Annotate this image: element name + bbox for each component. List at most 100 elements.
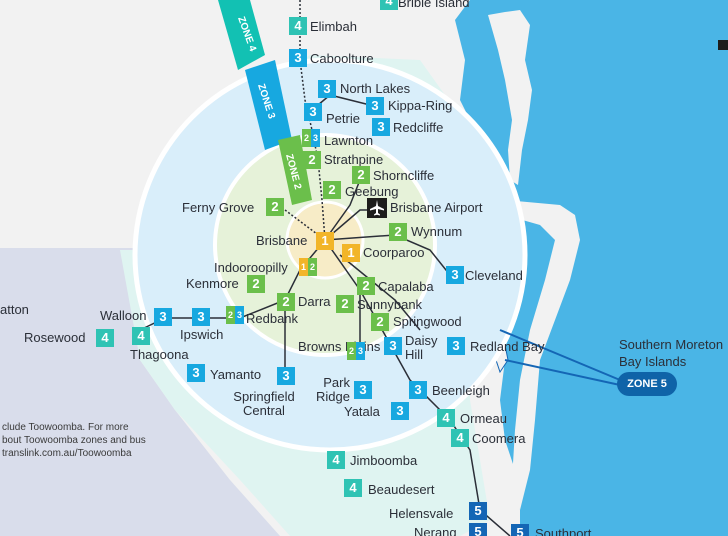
station-label[interactable]: Shorncliffe <box>373 168 435 183</box>
zone-badge: 4 <box>451 429 469 447</box>
zone-badge: 3 <box>447 337 465 355</box>
station-label[interactable]: Petrie <box>326 111 360 126</box>
zone-badge: 3 <box>277 367 295 385</box>
zone-badge: 3 <box>192 308 210 326</box>
zone-badge: 5 <box>469 502 487 520</box>
station-label[interactable]: Caboolture <box>310 51 374 66</box>
zone-2-banner <box>278 135 312 205</box>
airport-icon <box>367 198 387 218</box>
station-label[interactable]: Cleveland <box>465 268 523 283</box>
station-label[interactable]: Darra <box>298 294 331 309</box>
station-label[interactable]: Ipswich <box>180 327 224 342</box>
zone-badge: 3 <box>366 97 384 115</box>
zone-badge: 2 <box>247 275 265 293</box>
zone-badge: 4 <box>132 327 150 345</box>
station-label[interactable]: Redcliffe <box>393 120 444 135</box>
zone-badge: 1 <box>342 244 360 262</box>
zone-badge: 4 <box>96 329 114 347</box>
zone-badge: 4 <box>327 451 345 469</box>
zone-badge-half: 2 <box>347 342 356 360</box>
station-label[interactable]: North Lakes <box>340 81 411 96</box>
zone-badge: 4 <box>289 17 307 35</box>
zone-badge: 2 <box>352 166 370 184</box>
station-label[interactable]: Park Ridge <box>316 375 350 404</box>
station-label[interactable]: Wynnum <box>411 224 463 239</box>
station-label[interactable]: Redbank <box>246 311 299 326</box>
station-label[interactable]: Yatala <box>344 404 380 419</box>
zone-badge-half: 1 <box>299 258 308 276</box>
station-label[interactable]: Coorparoo <box>363 245 425 260</box>
station-label-partial[interactable]: atton <box>0 302 29 317</box>
zone-badge: 3 <box>304 103 322 121</box>
zone-badge-half: 3 <box>311 129 320 147</box>
station-label[interactable]: Jimboomba <box>350 453 418 468</box>
zone-badge: 5 <box>511 524 529 536</box>
zone-4-banner <box>218 0 265 70</box>
station-label[interactable]: Rosewood <box>24 330 86 345</box>
zone-badge: 3 <box>409 381 427 399</box>
map-edge-marker <box>718 40 728 50</box>
zone-badge: 3 <box>318 80 336 98</box>
zone-badge: 3 <box>446 266 464 284</box>
station-label[interactable]: Kippa-Ring <box>388 98 453 113</box>
station-label[interactable]: Nerang <box>414 525 457 536</box>
station-label[interactable]: Geebung <box>345 184 399 199</box>
station-label[interactable]: Kenmore <box>186 276 239 291</box>
zone-badge: 2 <box>371 313 389 331</box>
zone-badge: 4 <box>344 479 362 497</box>
outer-zone-left <box>0 248 280 536</box>
zone-badge: 4 <box>437 409 455 427</box>
zone-badge: 4 <box>380 0 398 10</box>
zone-badge: 2 <box>389 223 407 241</box>
zone-badge: 5 <box>469 523 487 536</box>
station-label[interactable]: Elimbah <box>310 19 357 34</box>
zone-badge-half: 3 <box>356 342 365 360</box>
station-label[interactable]: Southern Moreton Bay Islands <box>619 337 724 369</box>
station-label[interactable]: Springwood <box>393 314 462 329</box>
station-label[interactable]: Sunnybank <box>357 297 423 312</box>
station-label[interactable]: Strathpine <box>324 152 384 167</box>
zone-badge: 2 <box>277 293 295 311</box>
station-label[interactable]: Redland Bay <box>470 339 545 354</box>
station-label[interactable]: Yamanto <box>210 367 262 382</box>
station-label[interactable]: Beaudesert <box>368 482 435 497</box>
station-label[interactable]: Helensvale <box>389 506 454 521</box>
station-label[interactable]: Walloon <box>100 308 147 323</box>
station-label[interactable]: Lawnton <box>324 133 374 148</box>
zone-badge: 3 <box>354 381 372 399</box>
station-label[interactable]: Browns Plains <box>298 339 381 354</box>
toowoomba-note-line[interactable]: translink.com.au/Toowoomba <box>2 448 132 459</box>
toowoomba-note-line: bout Toowoomba zones and bus <box>2 435 146 446</box>
station-label[interactable]: Capalaba <box>378 279 434 294</box>
station-label[interactable]: Daisy Hill <box>405 333 438 362</box>
zone-badge: 3 <box>289 49 307 67</box>
zone-badge: 3 <box>391 402 409 420</box>
zone-badge: 3 <box>372 118 390 136</box>
station-label[interactable]: Beenleigh <box>432 383 490 398</box>
ferry-line <box>499 329 621 381</box>
zone-badge: 3 <box>187 364 205 382</box>
station-label[interactable]: Ormeau <box>460 411 507 426</box>
station-label[interactable]: Ferny Grove <box>182 200 255 215</box>
zone-badge: 3 <box>154 308 172 326</box>
zone-badge: 2 <box>357 277 375 295</box>
station-label[interactable]: Coomera <box>472 431 526 446</box>
zone-badge-half: 3 <box>235 306 244 324</box>
station-label[interactable]: Springfield Central <box>233 389 295 418</box>
station-label[interactable]: Thagoona <box>130 347 189 362</box>
toowoomba-note-line: clude Toowoomba. For more <box>2 422 129 433</box>
zone-5-badge: ZONE 5 <box>617 372 677 396</box>
zone-badge: 2 <box>323 181 341 199</box>
station-label[interactable]: Brisbane Airport <box>390 200 483 215</box>
station-label[interactable]: Southport <box>535 526 592 536</box>
station-label[interactable]: Brisbane <box>256 233 308 248</box>
zone-badge: 3 <box>384 337 402 355</box>
zone-badge-half: 2 <box>308 258 317 276</box>
zone-badge: 2 <box>303 151 321 169</box>
zone-badge: 2 <box>336 295 354 313</box>
station-label[interactable]: Indooroopilly <box>214 260 288 275</box>
zone-3-banner <box>245 60 292 150</box>
station-label[interactable]: Bribie Island <box>398 0 470 10</box>
